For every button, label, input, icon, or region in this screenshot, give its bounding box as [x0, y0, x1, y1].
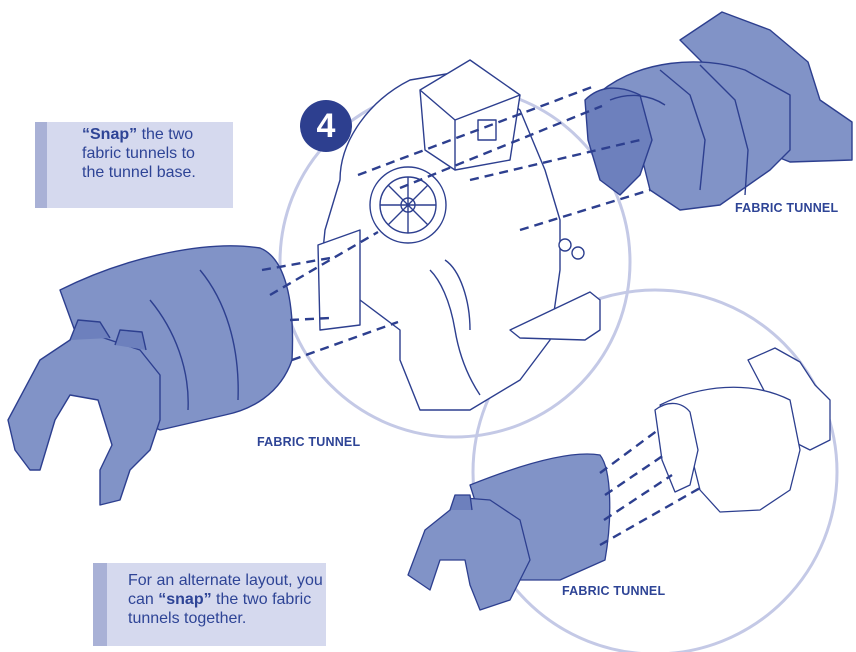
step-number-badge: 4: [300, 100, 352, 152]
detail-circle-alternate: [471, 288, 839, 652]
fabric-tunnel-alt-right: [654, 347, 831, 513]
callout-accent-bar: [35, 122, 47, 208]
fabric-tunnel-alt-left: [407, 453, 611, 611]
label-fabric-tunnel-right: FABRIC TUNNEL: [735, 201, 839, 215]
callout-accent-bar: [93, 563, 107, 646]
fabric-tunnel-left: [7, 245, 294, 506]
fabric-tunnel-right: [584, 11, 853, 211]
snap-guide-lines: [261, 85, 701, 547]
callout-line3: tunnels together.: [128, 610, 247, 627]
callout-line1-rest: the two: [137, 126, 194, 143]
callout-alternate-layout: For an alternate layout, you can “snap” …: [93, 563, 326, 646]
callout-text: For an alternate layout, you can “snap” …: [128, 571, 323, 628]
callout-line2-pre: can: [128, 591, 159, 608]
callout-bold-snap: “snap”: [158, 591, 212, 608]
callout-text: “Snap” the two fabric tunnels to the tun…: [82, 125, 196, 182]
callout-bold-snap: “Snap”: [82, 126, 138, 143]
tunnel-base: [317, 59, 601, 411]
callout-line3: the tunnel base.: [82, 164, 196, 181]
callout-snap-to-base: “Snap” the two fabric tunnels to the tun…: [35, 122, 233, 208]
label-fabric-tunnel-bottom: FABRIC TUNNEL: [562, 584, 666, 598]
callout-line2-post: the two fabric: [211, 591, 312, 608]
label-fabric-tunnel-left: FABRIC TUNNEL: [257, 435, 361, 449]
callout-line2: fabric tunnels to: [82, 145, 195, 162]
callout-line1: For an alternate layout, you: [128, 572, 323, 589]
